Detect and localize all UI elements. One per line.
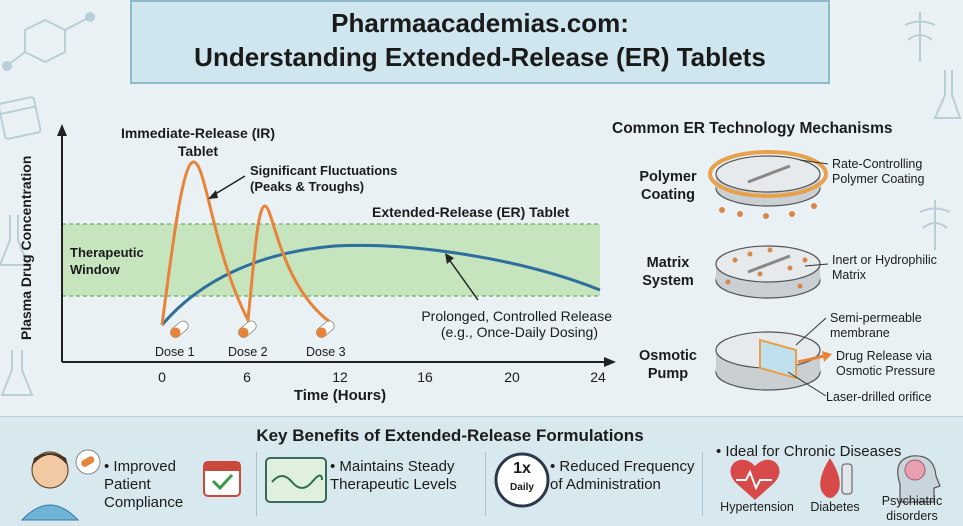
calendar-icon — [0, 96, 42, 140]
molecule-icon — [2, 12, 95, 71]
once-daily-clock-icon — [494, 452, 550, 508]
monitor-wave-icon — [265, 457, 327, 503]
fluctuation-label: Significant Fluctuations (Peaks & Trough… — [250, 163, 398, 194]
dose-2-label: Dose 2 — [228, 345, 268, 359]
benefit-reduced-frequency: • Reduced Frequency of Administration — [550, 458, 695, 493]
polymer-coated-tablet-icon — [708, 150, 828, 219]
caduceus-icon — [904, 12, 951, 250]
fluctuation-arrowhead — [208, 190, 218, 199]
osmotic-membrane-desc: Semi-permeable membrane — [830, 311, 922, 340]
ir-curve — [160, 160, 331, 326]
x-tick-12: 12 — [332, 369, 348, 385]
benefit-compliance: • Improved Patient Compliance — [104, 458, 184, 511]
osmotic-release-desc: Drug Release via Osmotic Pressure — [836, 349, 936, 378]
dose-3-pill-icon — [316, 320, 335, 338]
disease-psychiatric: Psychiatric disorders — [881, 494, 943, 523]
er-arrow — [447, 257, 479, 301]
matrix-system-desc: Inert or Hydrophilic Matrix — [832, 253, 937, 282]
x-tick-20: 20 — [504, 369, 520, 385]
dose-1-label: Dose 1 — [155, 345, 195, 359]
brain-head-icon — [897, 455, 941, 503]
fluctuation-arrow — [211, 175, 246, 197]
matrix-system-name: Matrix System — [642, 255, 694, 289]
x-tick-16: 16 — [417, 369, 433, 385]
matrix-pointer-line — [804, 263, 829, 267]
orifice-pointer-line — [787, 371, 827, 397]
benefit-separator-3 — [702, 452, 703, 516]
ir-label: Immediate-Release (IR) Tablet — [120, 125, 276, 159]
once-daily-badge-bottom: Daily — [510, 482, 534, 493]
flask-icon — [0, 70, 962, 396]
osmotic-pump-name: Osmotic Pump — [638, 348, 697, 382]
benefits-title: Key Benefits of Extended-Release Formula… — [256, 426, 644, 445]
disease-diabetes: Diabetes — [810, 500, 860, 514]
patient-icon — [20, 449, 101, 521]
polymer-coating-desc: Rate-Controlling Polymer Coating — [832, 157, 925, 186]
y-axis-label: Plasma Drug Concentration — [18, 155, 34, 340]
calendar-check-icon — [203, 461, 241, 497]
polymer-pointer-line — [799, 159, 829, 165]
benefit-icons — [20, 449, 941, 521]
benefits-panel — [0, 416, 963, 526]
therapeutic-window-band — [62, 224, 600, 296]
once-daily-badge-top: 1x — [513, 460, 531, 477]
heart-icon — [730, 459, 780, 500]
mechanisms-title: Common ER Technology Mechanisms — [612, 120, 893, 137]
disease-hypertension: Hypertension — [720, 500, 794, 514]
title-banner — [130, 0, 830, 84]
page-title-line1: Pharmaacademias.com: — [331, 8, 629, 38]
er-desc-line2: (e.g., Once-Daily Dosing) — [440, 324, 598, 340]
er-arrowhead — [445, 253, 454, 264]
benefit-separator-2 — [485, 452, 486, 516]
blood-drop-icon — [820, 458, 853, 498]
dose-1-pill-icon — [170, 320, 189, 338]
membrane-pointer-line — [795, 317, 827, 346]
x-axis-arrow — [604, 357, 616, 367]
x-tick-6: 6 — [243, 369, 251, 385]
er-desc-line1: Prolonged, Controlled Release — [421, 308, 612, 324]
dose-2-pill-icon — [238, 320, 257, 338]
matrix-tablet-icon — [715, 245, 821, 299]
benefit-separator-1 — [256, 452, 257, 516]
x-tick-24: 24 — [590, 369, 606, 385]
page-title-line2: Understanding Extended-Release (ER) Tabl… — [194, 42, 766, 72]
mechanism-illustrations — [708, 150, 832, 397]
er-label: Extended-Release (ER) Tablet — [372, 204, 570, 220]
therapeutic-window-label: Therapeutic Window — [70, 245, 144, 277]
benefit-steady-levels: • Maintains Steady Therapeutic Levels — [330, 458, 457, 493]
x-axis-label: Time (Hours) — [293, 387, 387, 404]
x-tick-0: 0 — [158, 369, 166, 385]
polymer-coating-name: Polymer Coating — [639, 169, 697, 203]
chronic-title: • Ideal for Chronic Diseases — [716, 443, 902, 460]
er-curve — [160, 243, 601, 326]
osmotic-pump-tablet-icon — [715, 331, 832, 391]
dose-3-label: Dose 3 — [306, 345, 346, 359]
osmotic-orifice-desc: Laser-drilled orifice — [826, 390, 932, 404]
y-axis-arrow — [57, 124, 67, 136]
